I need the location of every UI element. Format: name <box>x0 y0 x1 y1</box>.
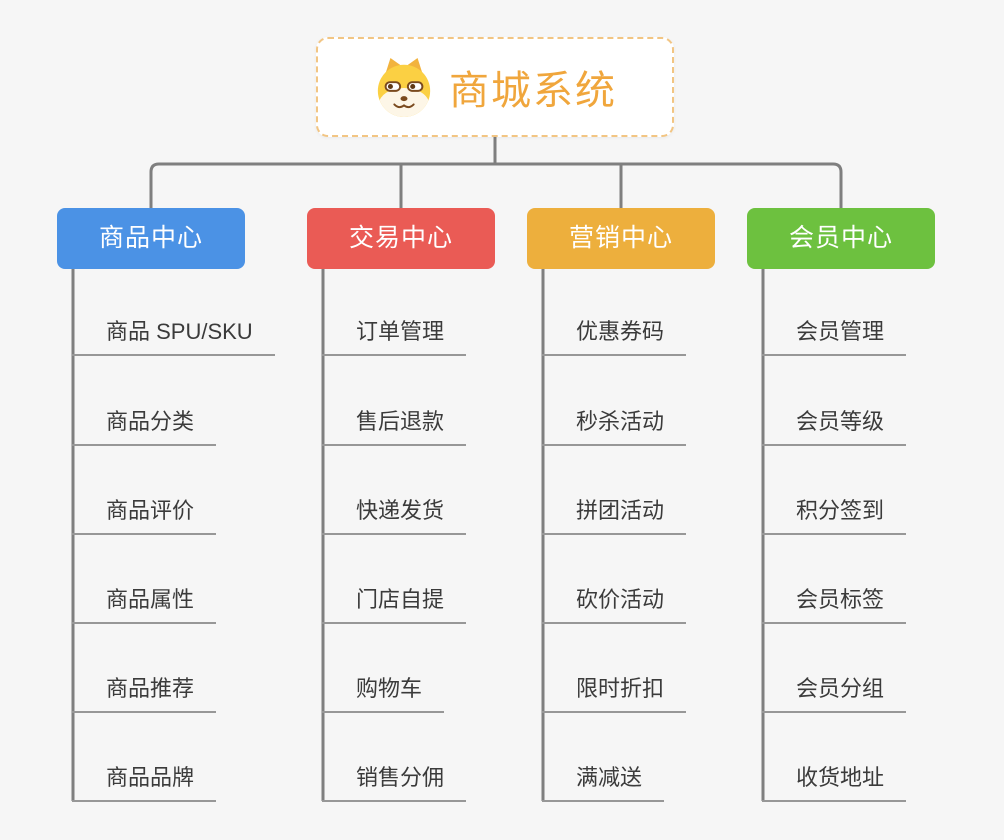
leaf-node[interactable]: 购物车 <box>322 673 445 713</box>
shiba-dog-icon <box>377 57 431 118</box>
branch-box-member-center[interactable]: 会员中心 <box>747 208 935 269</box>
leaf-node[interactable]: 会员标签 <box>762 584 907 624</box>
branch-box-trade-center[interactable]: 交易中心 <box>307 208 495 269</box>
leaf-node[interactable]: 会员等级 <box>762 406 907 446</box>
leaf-node[interactable]: 优惠券码 <box>542 316 687 356</box>
branch-box-product-center[interactable]: 商品中心 <box>57 208 245 269</box>
root-node[interactable]: 商城系统 <box>316 37 674 137</box>
leaf-node[interactable]: 商品评价 <box>72 495 217 535</box>
branch-box-marketing-center[interactable]: 营销中心 <box>527 208 715 269</box>
root-title: 商城系统 <box>449 69 617 113</box>
leaf-node[interactable]: 订单管理 <box>322 316 467 356</box>
leaf-node[interactable]: 商品推荐 <box>72 673 217 713</box>
leaf-node[interactable]: 销售分佣 <box>322 762 467 802</box>
leaf-node[interactable]: 商品分类 <box>72 406 217 446</box>
leaf-node[interactable]: 会员分组 <box>762 673 907 713</box>
leaf-node[interactable]: 限时折扣 <box>542 673 687 713</box>
leaf-node[interactable]: 积分签到 <box>762 495 907 535</box>
leaf-node[interactable]: 秒杀活动 <box>542 406 687 446</box>
leaf-node[interactable]: 快递发货 <box>322 495 467 535</box>
leaf-node[interactable]: 会员管理 <box>762 316 907 356</box>
leaf-node[interactable]: 商品属性 <box>72 584 217 624</box>
leaf-node[interactable]: 商品品牌 <box>72 762 217 802</box>
leaf-node[interactable]: 门店自提 <box>322 584 467 624</box>
leaf-node[interactable]: 砍价活动 <box>542 584 687 624</box>
leaf-node[interactable]: 售后退款 <box>322 406 467 446</box>
leaf-node[interactable]: 拼团活动 <box>542 495 687 535</box>
leaf-node[interactable]: 满减送 <box>542 762 665 802</box>
leaf-node[interactable]: 收货地址 <box>762 762 907 802</box>
leaf-node[interactable]: 商品 SPU/SKU <box>72 316 275 356</box>
